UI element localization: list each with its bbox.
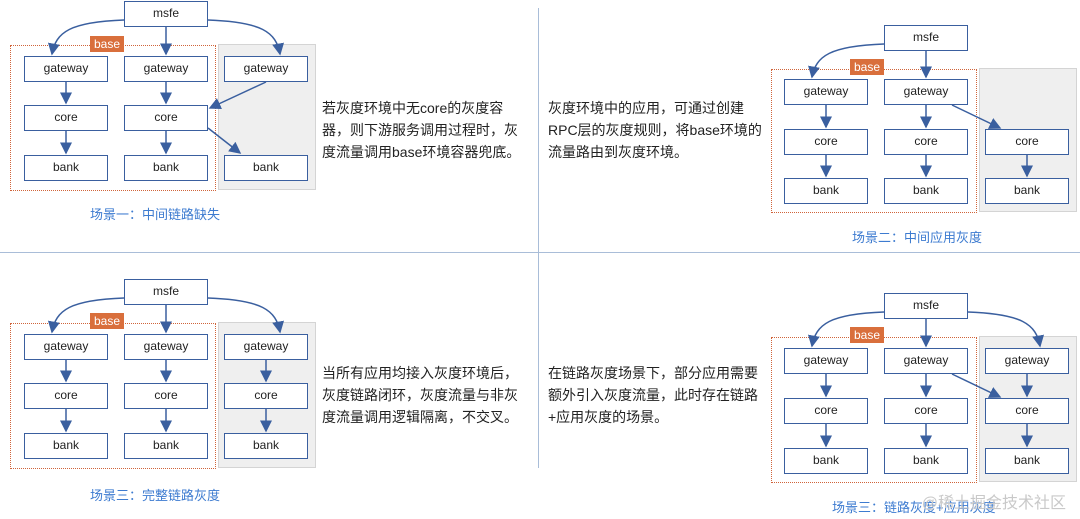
- core-node: core: [24, 383, 108, 409]
- base-env-tag: base: [850, 59, 885, 75]
- core-node: core: [985, 129, 1069, 155]
- gateway-node: gateway: [224, 334, 308, 360]
- bank-node: bank: [884, 178, 968, 204]
- gateway-node: gateway: [884, 348, 968, 374]
- gateway-node: gateway: [224, 56, 308, 82]
- arrow-msfe-gateway3-s4: [967, 311, 1045, 348]
- arrow-msfe-gateway3: [207, 19, 285, 56]
- watermark: @稀土掘金技术社区: [921, 495, 1066, 512]
- scene-caption: 场景二：中间应用灰度: [852, 230, 983, 245]
- scene-caption: 场景一：中间链路缺失: [90, 207, 221, 222]
- gateway-node: gateway: [24, 56, 108, 82]
- bank-node: bank: [24, 155, 108, 181]
- arrow-msfe-gateway1-s4: [807, 311, 885, 348]
- horizontal-divider: [0, 252, 1080, 253]
- gateway-node: gateway: [24, 334, 108, 360]
- core-node: core: [784, 129, 868, 155]
- arrow-msfe-gateway1-s2: [808, 43, 885, 79]
- arrow-gw2-core3-s2: [951, 104, 1002, 129]
- arrow-msfe-gateway1-s3: [47, 297, 125, 334]
- base-env-tag: base: [90, 36, 125, 52]
- bank-node: bank: [784, 178, 868, 204]
- scene-description: 当所有应用均接入灰度环境后，灰度链路闭环，灰度流量与非灰度流量调用逻辑隔离，不交…: [322, 365, 518, 425]
- gateway-node: gateway: [784, 79, 868, 105]
- gateway-node: gateway: [784, 348, 868, 374]
- scene-description: 若灰度环境中无core的灰度容器，则下游服务调用过程时，灰度流量调用base环境…: [322, 100, 521, 160]
- gateway-node: gateway: [884, 79, 968, 105]
- bank-node: bank: [784, 448, 868, 474]
- scene-caption: 场景三：完整链路灰度: [90, 488, 221, 503]
- arrow-gw2-core3-s4: [951, 373, 1002, 398]
- arrow-msfe-gateway3-s3: [207, 297, 285, 334]
- core-node: core: [784, 398, 868, 424]
- core-node: core: [224, 383, 308, 409]
- core-node: core: [124, 105, 208, 131]
- arrow-gw3-core2: [208, 81, 267, 110]
- bank-node: bank: [224, 433, 308, 459]
- gateway-node: gateway: [985, 348, 1069, 374]
- base-env-tag: base: [850, 327, 885, 343]
- core-node: core: [884, 129, 968, 155]
- bank-node: bank: [884, 448, 968, 474]
- base-env-tag: base: [90, 313, 125, 329]
- scene-caption: 场景三：链路灰度+应用灰度: [832, 500, 996, 515]
- bank-node: bank: [124, 155, 208, 181]
- msfe-node: msfe: [884, 25, 968, 51]
- bank-node: bank: [985, 178, 1069, 204]
- vertical-divider: [538, 8, 539, 468]
- arrow-msfe-gateway1: [47, 19, 125, 56]
- core-node: core: [884, 398, 968, 424]
- bank-node: bank: [24, 433, 108, 459]
- arrow-core2-bank3: [207, 127, 242, 154]
- bank-node: bank: [124, 433, 208, 459]
- gateway-node: gateway: [124, 334, 208, 360]
- bank-node: bank: [224, 155, 308, 181]
- core-node: core: [24, 105, 108, 131]
- msfe-node: msfe: [124, 279, 208, 305]
- scene-description: 灰度环境中的应用，可通过创建RPC层的灰度规则，将base环境的流量路由到灰度环…: [548, 100, 762, 160]
- gateway-node: gateway: [124, 56, 208, 82]
- bank-node: bank: [985, 448, 1069, 474]
- scene-description: 在链路灰度场景下，部分应用需要额外引入灰度流量，此时存在链路+应用灰度的场景。: [548, 365, 758, 425]
- core-node: core: [124, 383, 208, 409]
- core-node: core: [985, 398, 1069, 424]
- msfe-node: msfe: [884, 293, 968, 319]
- msfe-node: msfe: [124, 1, 208, 27]
